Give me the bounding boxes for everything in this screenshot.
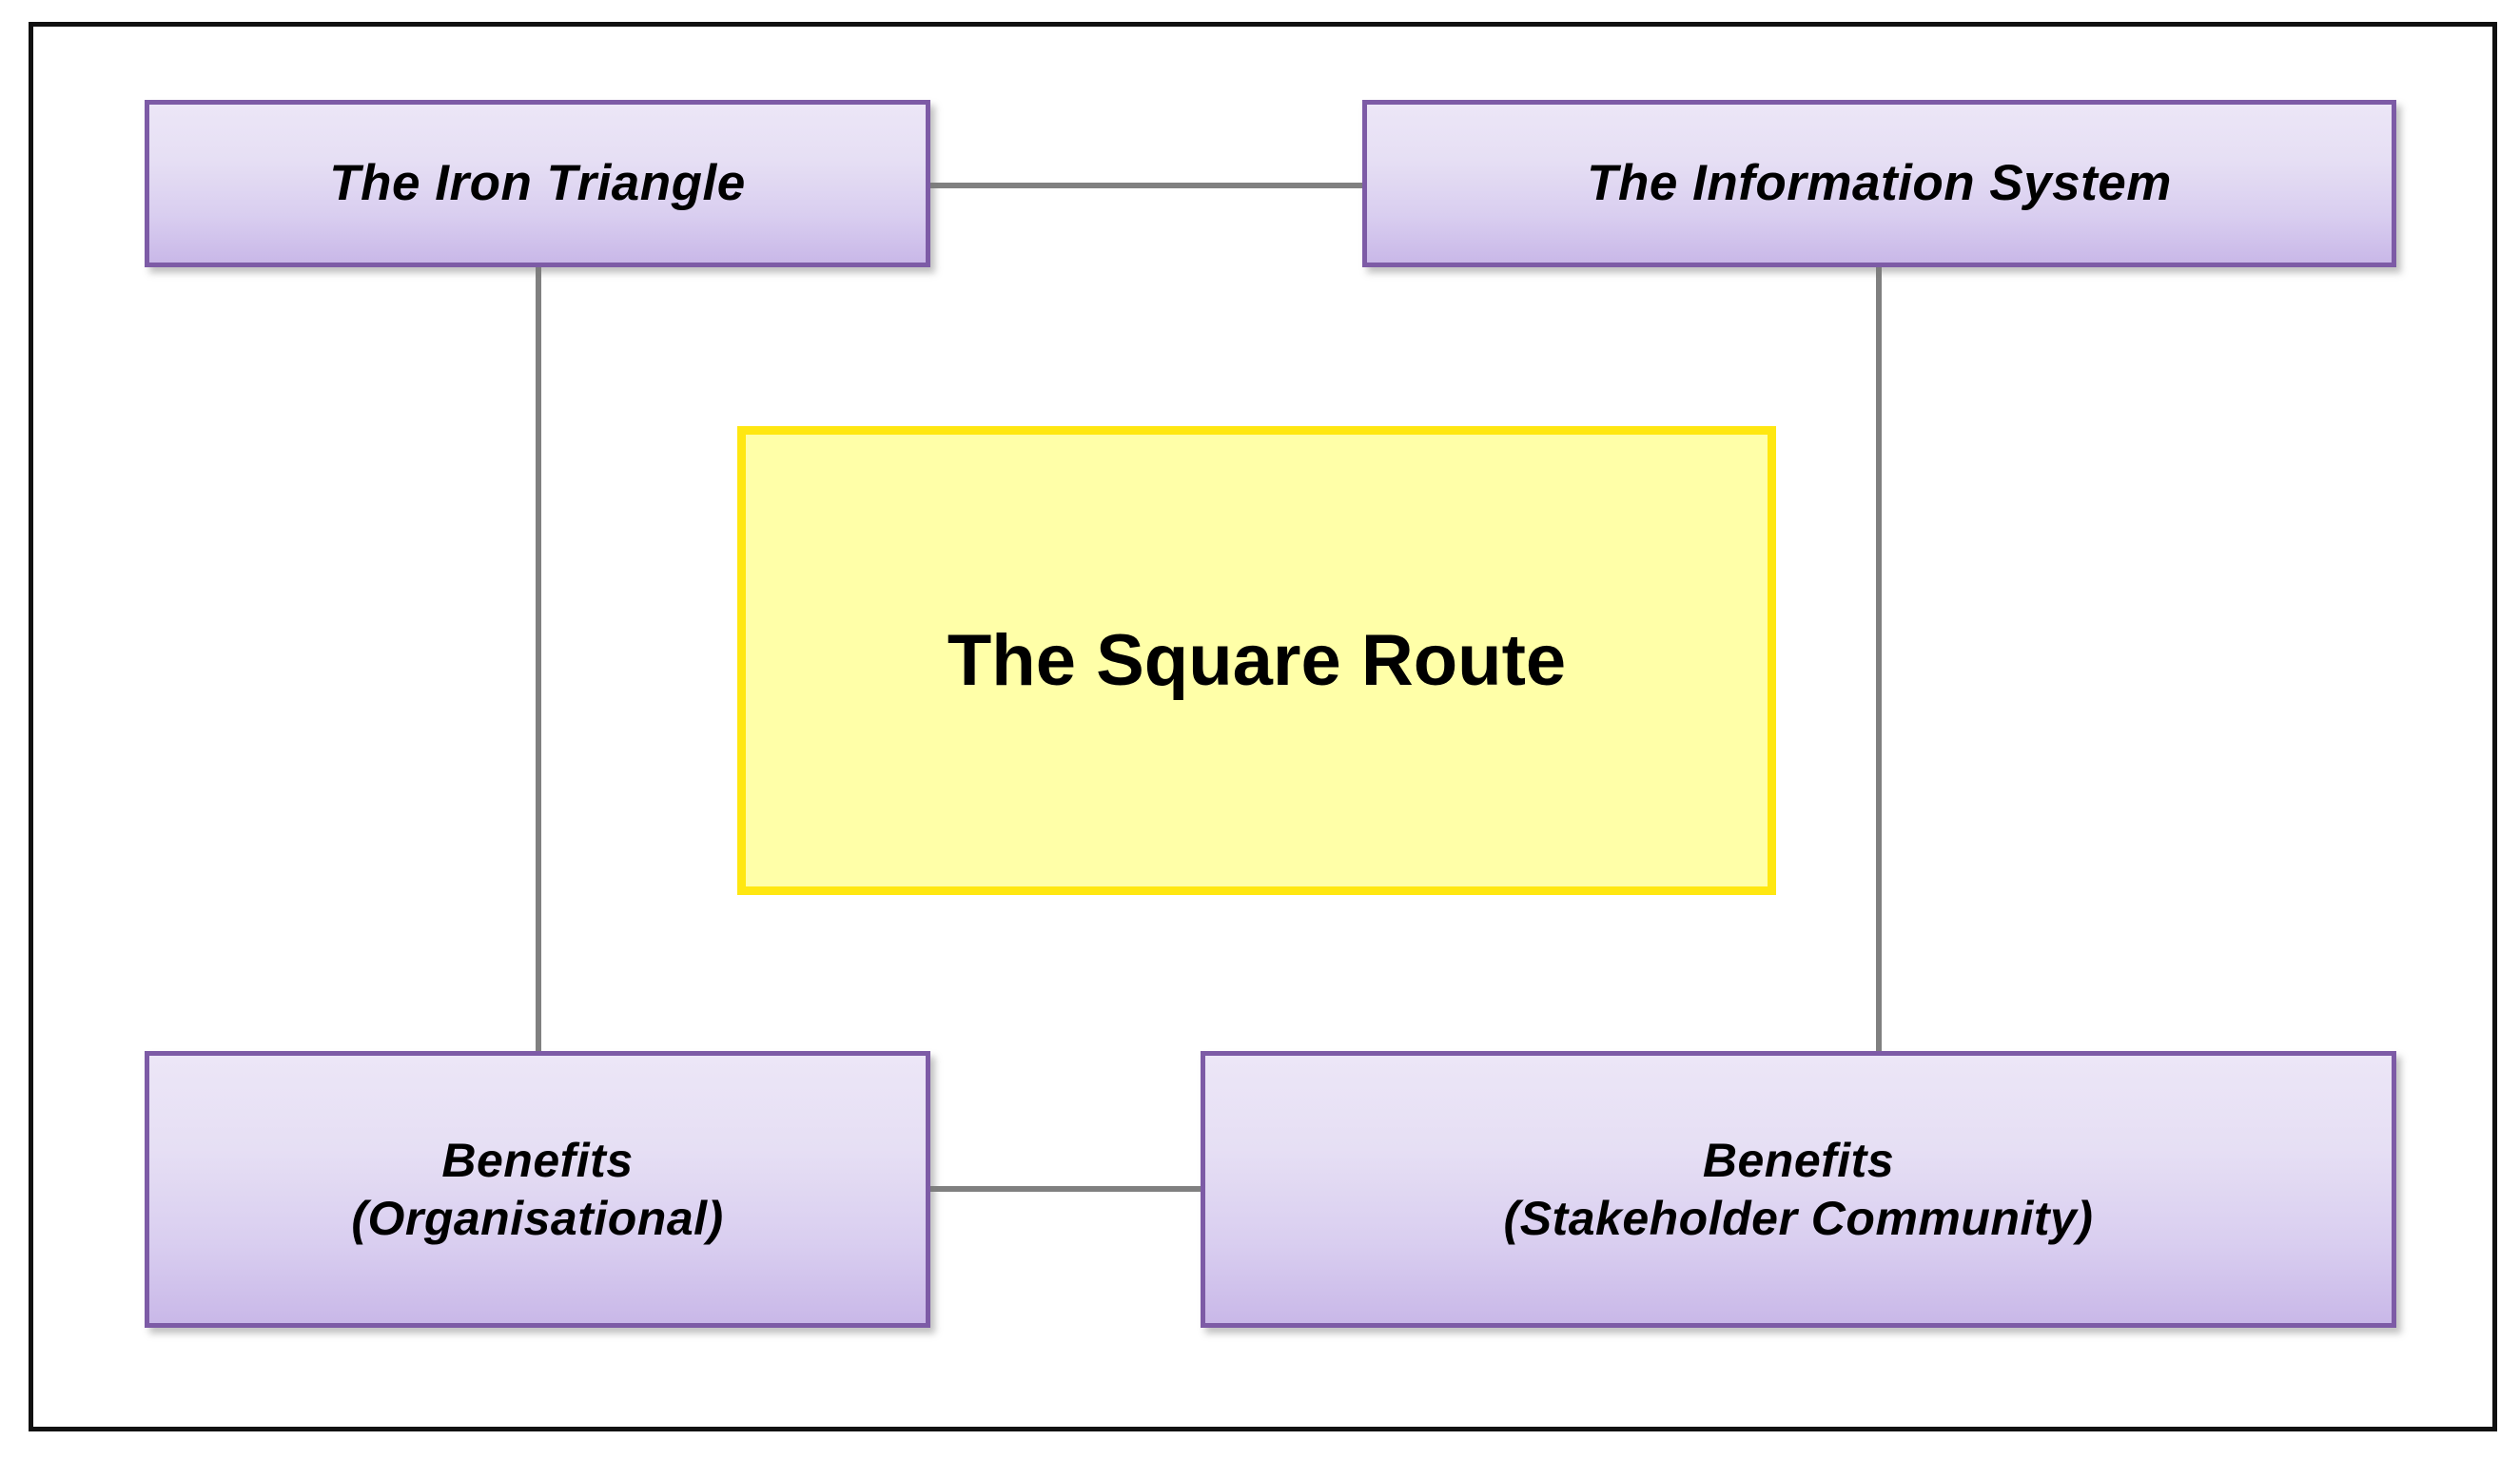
node-benefits-stakeholder-label-line2: (Stakeholder Community)	[1503, 1191, 2094, 1245]
node-information-system[interactable]: The Information System	[1362, 100, 2396, 267]
node-benefits-stakeholder-label: Benefits (Stakeholder Community)	[1504, 1132, 2094, 1248]
node-benefits-organisational-label-line1: Benefits	[441, 1133, 634, 1187]
node-benefits-stakeholder-label-line1: Benefits	[1702, 1133, 1895, 1187]
node-iron-triangle-label: The Iron Triangle	[329, 154, 746, 211]
node-benefits-organisational[interactable]: Benefits (Organisational)	[145, 1051, 930, 1328]
connector-iron-triangle-to-information-system	[927, 183, 1366, 188]
node-iron-triangle[interactable]: The Iron Triangle	[145, 100, 930, 267]
node-information-system-label: The Information System	[1587, 154, 2172, 211]
diagram-outer-frame	[29, 22, 2497, 1431]
node-square-route-label: The Square Route	[947, 620, 1567, 701]
connector-iron-triangle-to-benefits-organisational	[536, 263, 541, 1055]
connector-information-system-to-benefits-stakeholder	[1876, 263, 1882, 1055]
connector-benefits-organisational-to-benefits-stakeholder	[927, 1186, 1204, 1192]
node-square-route[interactable]: The Square Route	[737, 426, 1776, 895]
node-benefits-stakeholder[interactable]: Benefits (Stakeholder Community)	[1201, 1051, 2396, 1328]
node-benefits-organisational-label: Benefits (Organisational)	[351, 1132, 723, 1248]
node-benefits-organisational-label-line2: (Organisational)	[351, 1191, 724, 1245]
